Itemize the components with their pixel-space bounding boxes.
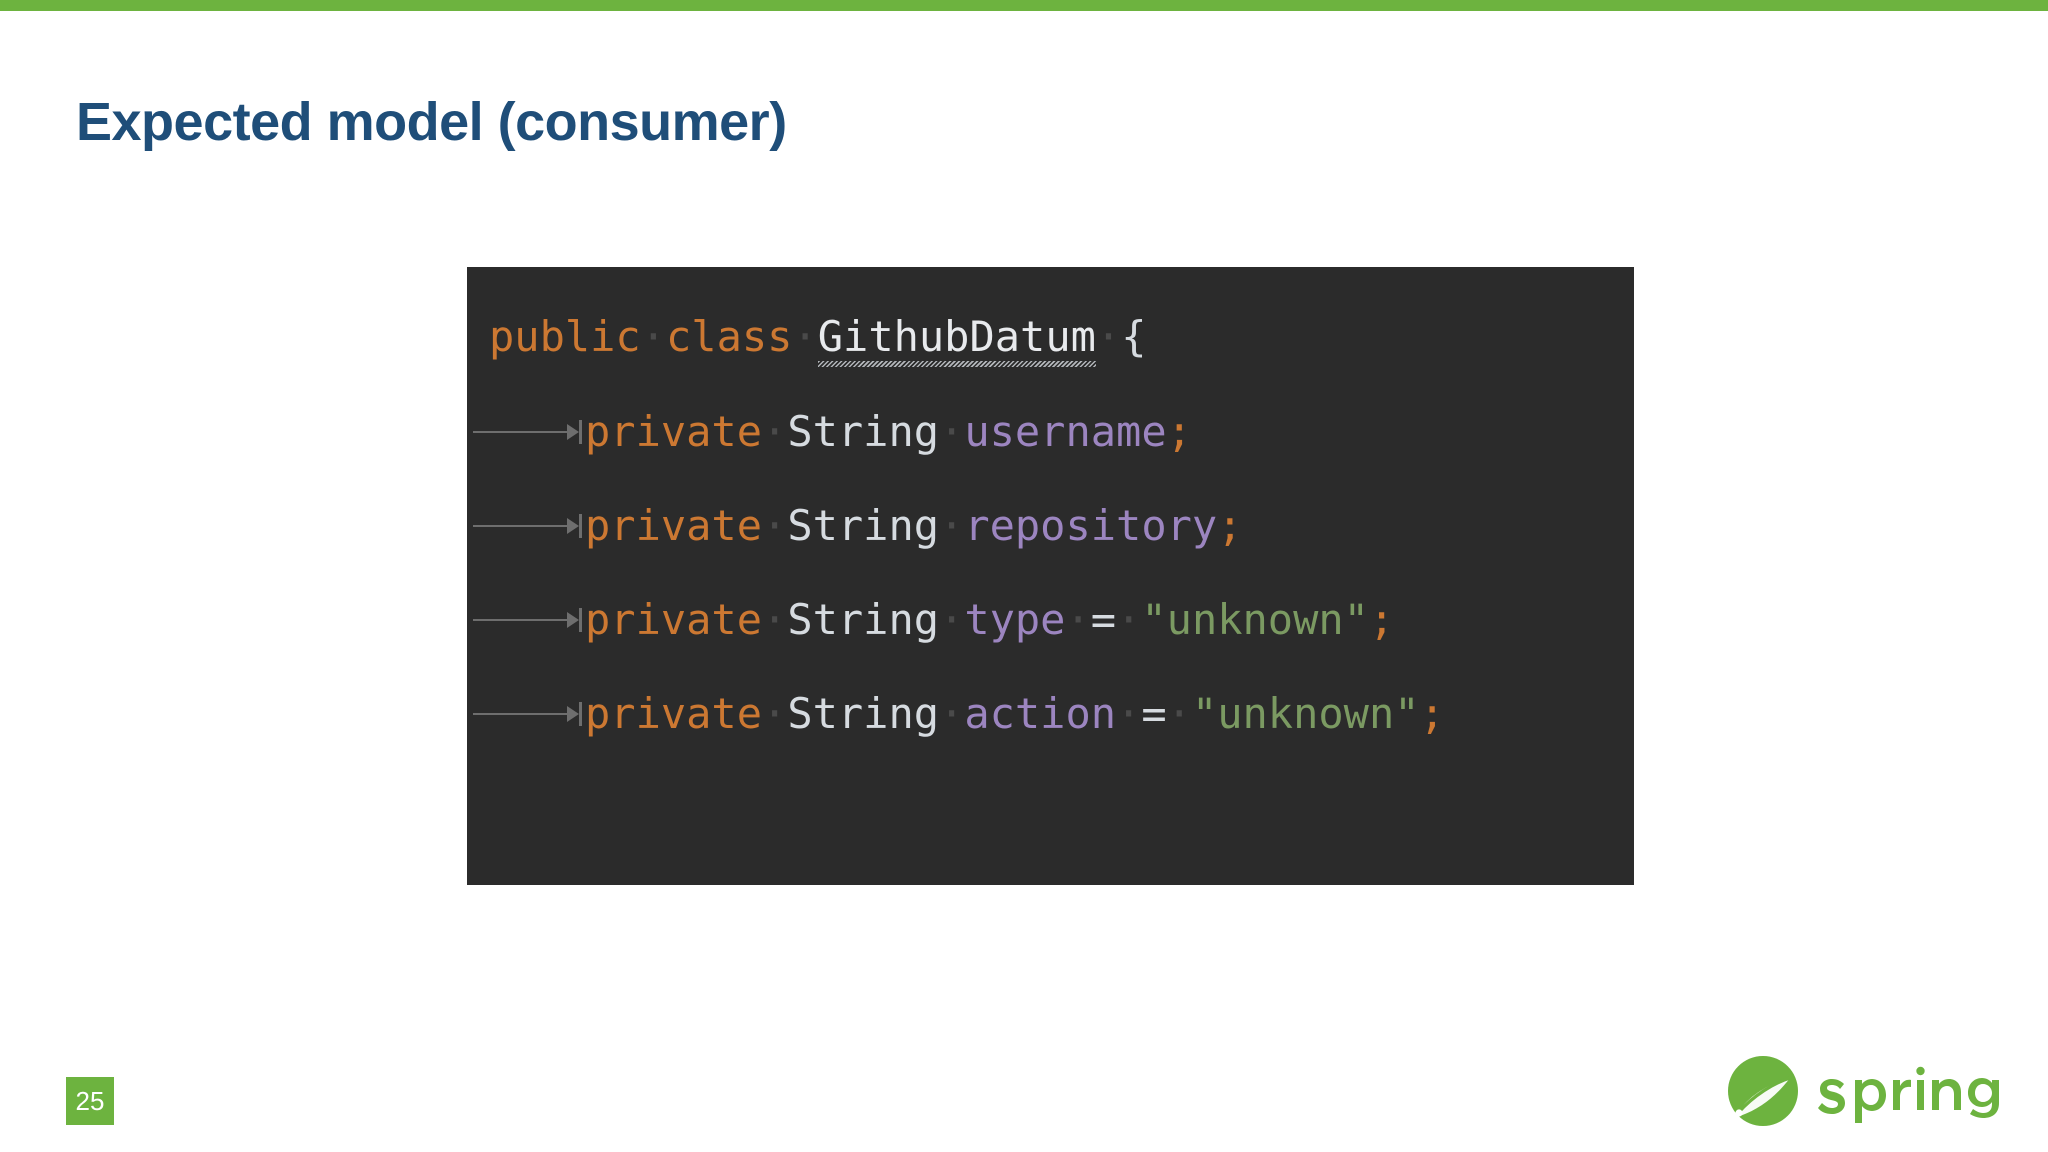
code-token-class: GithubDatum: [817, 312, 1097, 367]
code-token-punct: ;: [1217, 501, 1243, 550]
code-token-op: =: [1141, 689, 1167, 738]
indent-guide-arrow-icon: [467, 514, 585, 538]
code-token-kw: public: [489, 312, 641, 361]
code-line: public class GithubDatum {: [467, 289, 1634, 385]
code-token-kw: private: [585, 595, 763, 644]
whitespace-dot: [762, 689, 787, 738]
code-token-punct: ;: [1419, 689, 1445, 738]
whitespace-dot: [762, 595, 787, 644]
top-accent-bar: [0, 0, 2048, 11]
code-block: publicclassGithubDatum{privateStringuser…: [467, 267, 1634, 885]
code-token-type: String: [787, 689, 940, 738]
code-line: private String action = "unknown";: [467, 667, 1634, 761]
whitespace-dot: [641, 312, 666, 361]
whitespace-dot: [762, 501, 787, 550]
code-token-punct: ;: [1166, 407, 1192, 456]
code-token-op: =: [1090, 595, 1117, 644]
whitespace-dot: [1116, 595, 1141, 644]
code-token-type: String: [787, 595, 940, 644]
whitespace-dot: [1096, 312, 1121, 361]
code-token-kw: private: [585, 501, 763, 550]
indent-guide-arrow-icon: [467, 608, 585, 632]
code-token-type: String: [787, 501, 940, 550]
code-token-string: "unknown": [1141, 595, 1369, 644]
code-token-kw: private: [585, 407, 763, 456]
whitespace-dot: [762, 407, 787, 456]
code-token-kw: private: [585, 689, 763, 738]
spring-logo-icon: [1728, 1056, 1999, 1126]
code-token-field: username: [964, 407, 1167, 456]
page-title: Expected model (consumer): [76, 92, 787, 153]
code-token-type: String: [787, 407, 940, 456]
whitespace-dot: [1116, 689, 1141, 738]
page-number-badge: 25: [66, 1077, 114, 1125]
indent-guide-arrow-icon: [467, 702, 585, 726]
code-token-field: repository: [964, 501, 1218, 550]
whitespace-dot: [1167, 689, 1192, 738]
whitespace-dot: [1065, 595, 1090, 644]
indent-guide-arrow-icon: [467, 420, 585, 444]
code-line: private String repository;: [467, 479, 1634, 573]
whitespace-dot: [939, 689, 964, 738]
code-token-string: "unknown": [1191, 689, 1420, 738]
code-token-punct: ;: [1368, 595, 1395, 644]
whitespace-dot: [939, 595, 964, 644]
spring-logo: [1724, 1052, 2000, 1130]
code-token-kw: class: [666, 312, 793, 361]
code-line: private String username;: [467, 385, 1634, 479]
whitespace-dot: [939, 501, 964, 550]
whitespace-dot: [792, 312, 817, 361]
squiggly-underline: GithubDatum: [817, 289, 1097, 385]
code-token-field: action: [964, 689, 1117, 738]
code-line: private String type = "unknown";: [467, 573, 1634, 667]
whitespace-dot: [939, 407, 964, 456]
code-token-brace: {: [1121, 312, 1147, 361]
code-token-field: type: [964, 595, 1066, 644]
